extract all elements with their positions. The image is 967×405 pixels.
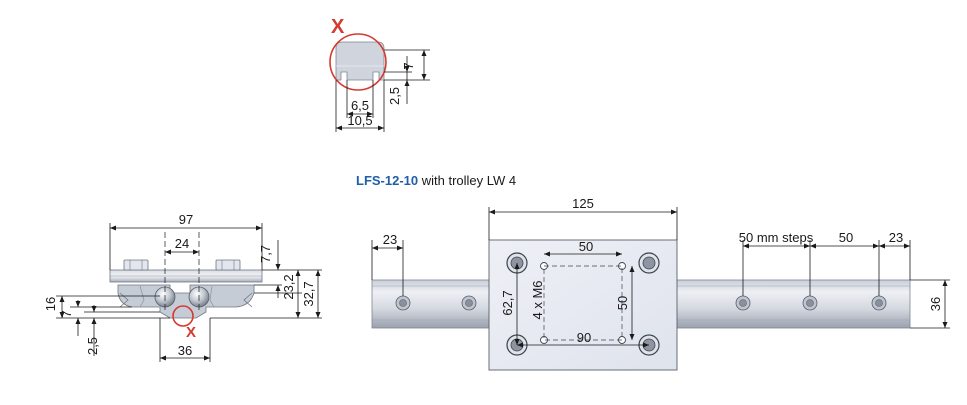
- detail-dim-width-outer: 10,5: [347, 113, 372, 128]
- side-marker-x: X: [186, 324, 196, 341]
- side-highlight-circle: [172, 305, 194, 327]
- detail-highlight-circle: [329, 33, 387, 91]
- top-dim-hole-spacing-x: 50: [579, 239, 593, 254]
- side-bolt-left: [123, 259, 149, 271]
- rail-hole-2: [461, 295, 477, 311]
- top-dim-hole-spacing-y: 50: [615, 296, 630, 310]
- top-dim-steps: 50 mm steps: [739, 230, 814, 245]
- side-dim-top-height: 7,7: [258, 245, 273, 263]
- side-dim-wheel-spacing: 24: [175, 236, 189, 251]
- detail-marker-x: X: [331, 16, 345, 38]
- rail-hole-1: [395, 295, 411, 311]
- side-bolt-right: [215, 259, 241, 271]
- side-dim-rail-width: 36: [178, 343, 192, 358]
- side-rail-profile: [117, 284, 255, 319]
- corner-bolt-top-right: [638, 252, 660, 274]
- side-view: X 97 24 7,7 23,2 32,7: [43, 212, 322, 362]
- detail-dim-width-inner: 6,5: [351, 98, 369, 113]
- side-dim-width-total: 97: [179, 212, 193, 227]
- top-dim-plate-width: 125: [572, 196, 594, 211]
- detail-view: X 7 2,5 6,5 10,5: [329, 16, 430, 132]
- top-thread-label: 4 x M6: [530, 280, 545, 319]
- top-dim-rail-height: 36: [928, 297, 943, 311]
- rail-hole-3: [735, 295, 751, 311]
- rail-hole-4: [802, 295, 818, 311]
- top-view: 50 50 90 62,7 4 x M6 125 23: [371, 196, 950, 371]
- side-dim-left-25: 2,5: [85, 337, 100, 355]
- side-dim-left-7: 7: [59, 310, 74, 317]
- product-suffix: with trolley LW 4: [418, 173, 516, 188]
- top-dim-right-end: 23: [889, 230, 903, 245]
- product-model: LFS-12-10: [356, 173, 418, 188]
- product-title: LFS-12-10 with trolley LW 4: [356, 173, 516, 188]
- detail-profile: [335, 41, 385, 81]
- top-dim-bolt-spacing-y: 62,7: [500, 290, 515, 315]
- rail-hole-5: [871, 295, 887, 311]
- top-dim-bolt-spacing-x: 90: [577, 330, 591, 345]
- top-dim-step-50: 50: [839, 230, 853, 245]
- side-dim-height-32: 32,7: [301, 281, 316, 306]
- side-dim-left-16: 16: [43, 297, 58, 311]
- top-dim-left-end: 23: [383, 232, 397, 247]
- side-dim-height-23: 23,2: [281, 274, 296, 299]
- detail-dim-height-slot: 2,5: [387, 87, 402, 105]
